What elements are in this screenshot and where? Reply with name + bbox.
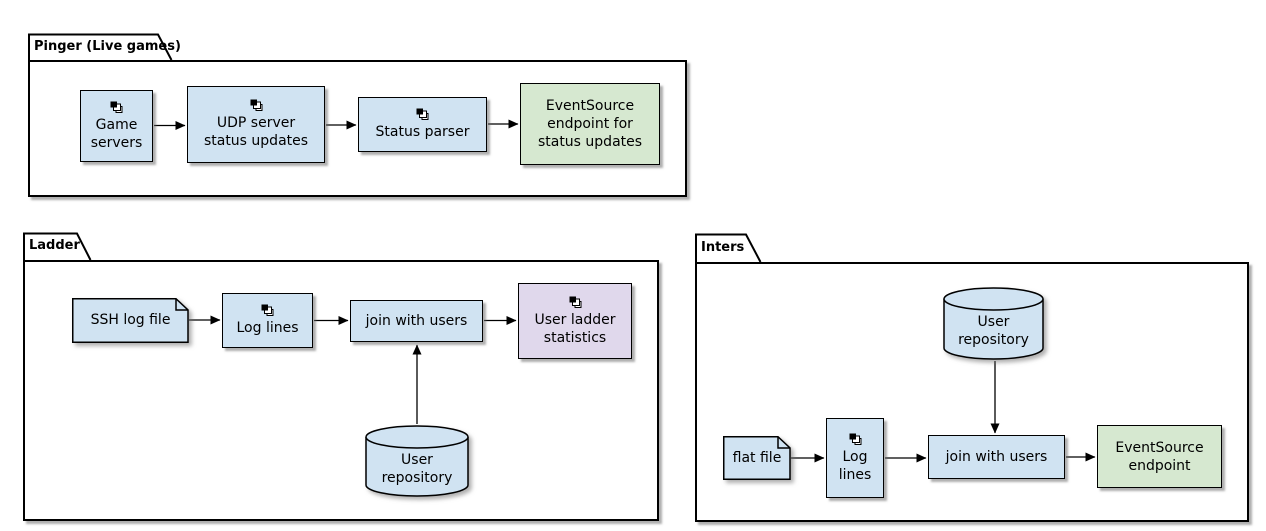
component-icon xyxy=(849,433,861,445)
component-icon xyxy=(261,304,274,316)
node-log-lines-ladder: Log lines xyxy=(222,293,313,348)
node-label: User repository xyxy=(381,452,453,486)
node-join-with-users-ladder: join with users xyxy=(350,300,483,342)
node-log-lines-inters: Log lines xyxy=(826,418,884,498)
node-status-parser: Status parser xyxy=(358,97,487,152)
node-eventsource-endpoint-inters: EventSource endpoint xyxy=(1097,425,1222,488)
package-ladder-label: Ladder xyxy=(29,238,80,253)
database-user-repository-inters: User repository xyxy=(943,287,1044,361)
node-label: Log lines xyxy=(838,448,872,483)
node-eventsource-endpoint-status: EventSource endpoint for status updates xyxy=(520,83,660,165)
component-icon xyxy=(416,108,429,120)
node-label: Status parser xyxy=(375,124,470,140)
package-pinger-label: Pinger (Live games) xyxy=(34,39,181,54)
node-label: flat file xyxy=(732,450,782,466)
node-game-servers: Game servers xyxy=(80,90,153,162)
node-label: Log lines xyxy=(236,320,299,336)
note-flat-file: flat file xyxy=(723,436,791,480)
component-icon xyxy=(250,99,262,111)
node-label: EventSource endpoint xyxy=(1115,439,1204,474)
node-join-with-users-inters: join with users xyxy=(928,435,1065,479)
node-udp-server-status-updates: UDP server status updates xyxy=(187,86,325,163)
node-label: SSH log file xyxy=(90,312,171,328)
component-icon xyxy=(569,296,581,308)
component-icon xyxy=(110,101,123,113)
node-label: User repository xyxy=(958,314,1029,348)
node-label: User ladder statistics xyxy=(534,311,616,346)
database-user-repository-ladder: User repository xyxy=(365,425,469,498)
node-label: join with users xyxy=(945,449,1048,465)
node-label: Game servers xyxy=(90,116,143,151)
node-label: EventSource endpoint for status updates xyxy=(537,98,643,150)
note-ssh-log-file: SSH log file xyxy=(72,298,189,343)
package-inters-label: Inters xyxy=(701,240,745,255)
node-user-ladder-statistics: User ladder statistics xyxy=(518,283,632,359)
node-label: UDP server status updates xyxy=(203,115,309,149)
node-label: join with users xyxy=(365,313,468,329)
